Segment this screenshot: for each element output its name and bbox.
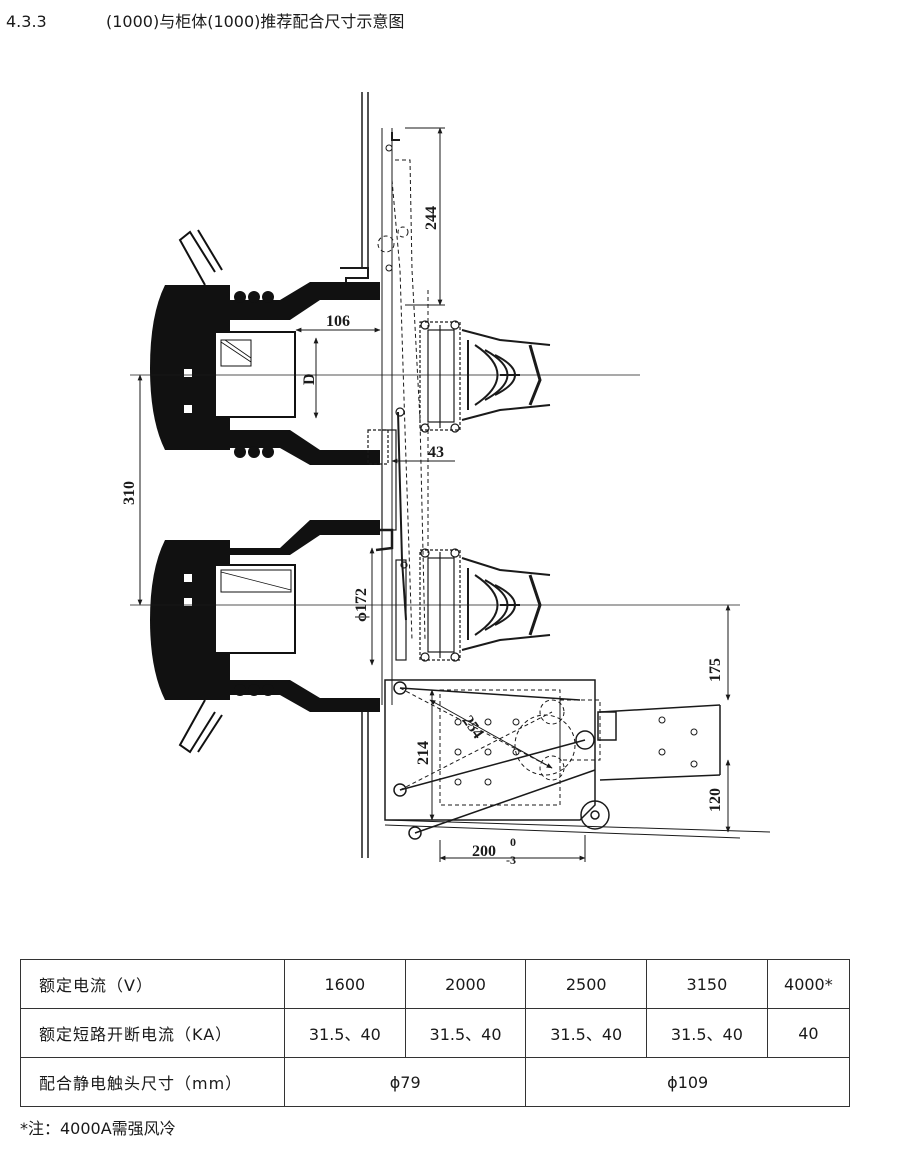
dim-D: D xyxy=(301,373,318,385)
top-bracket xyxy=(385,132,400,272)
table-cell: 31.5、40 xyxy=(404,1008,527,1058)
table-cell: ϕ79 xyxy=(283,1057,527,1107)
technical-drawing: 244 106 D 43 310 ϕ172 175 254 214 120 20… xyxy=(121,92,771,867)
row-label: 额定短路开断电流（KA） xyxy=(20,1008,285,1058)
dim-200: 200 xyxy=(472,843,496,860)
table-row: 额定电流（V） 1600 2000 2500 3150 4000* xyxy=(20,959,851,1009)
truck-holes xyxy=(454,716,698,786)
dim-244: 244 xyxy=(423,206,440,230)
dim-106: 106 xyxy=(326,313,350,330)
section-heading: 4.3.3 (1000)与柜体(1000)推荐配合尺寸示意图 xyxy=(6,8,404,32)
dim-200-tol-upper: 0 xyxy=(510,835,516,849)
lower-stationary-contact xyxy=(461,557,551,651)
cabinet-wall xyxy=(340,92,393,858)
upper-pole xyxy=(150,229,380,465)
table-cell: 31.5、40 xyxy=(525,1008,648,1058)
section-title: (1000)与柜体(1000)推荐配合尺寸示意图 xyxy=(106,12,405,31)
table-cell: ϕ109 xyxy=(525,1057,850,1107)
row-label: 配合静电触头尺寸（mm） xyxy=(20,1057,285,1107)
section-number: 4.3.3 xyxy=(6,12,47,31)
dim-43: 43 xyxy=(428,444,444,461)
lower-pole xyxy=(150,520,380,754)
table-row: 配合静电触头尺寸（mm） ϕ79 ϕ109 xyxy=(20,1057,850,1107)
spec-table: 额定电流（V） 1600 2000 2500 3150 4000* 额定短路开断… xyxy=(20,959,851,1107)
dimension-lines xyxy=(137,127,731,862)
dim-120: 120 xyxy=(707,788,724,812)
centre-lines xyxy=(130,374,740,606)
table-cell: 4000* xyxy=(766,959,851,1009)
table-cell: 1600 xyxy=(284,959,406,1009)
truck-chassis xyxy=(384,679,771,840)
upper-contact xyxy=(419,320,461,433)
table-cell: 2000 xyxy=(404,959,527,1009)
dim-254: 254 xyxy=(459,713,487,742)
dim-175: 175 xyxy=(707,658,724,682)
table-cell: 31.5、40 xyxy=(646,1008,768,1058)
dim-172: ϕ172 xyxy=(353,588,370,622)
dim-214: 214 xyxy=(415,741,432,765)
table-cell: 31.5、40 xyxy=(284,1008,406,1058)
dim-200-tol-lower: -3 xyxy=(506,853,516,867)
row-label: 额定电流（V） xyxy=(20,959,285,1009)
table-cell: 40 xyxy=(766,1008,851,1058)
dim-310: 310 xyxy=(121,481,138,505)
table-cell: 2500 xyxy=(525,959,648,1009)
table-cell: 3150 xyxy=(646,959,768,1009)
table-row: 额定短路开断电流（KA） 31.5、40 31.5、40 31.5、40 31.… xyxy=(20,1008,851,1058)
footnote: *注：4000A需强风冷 xyxy=(20,1119,176,1138)
